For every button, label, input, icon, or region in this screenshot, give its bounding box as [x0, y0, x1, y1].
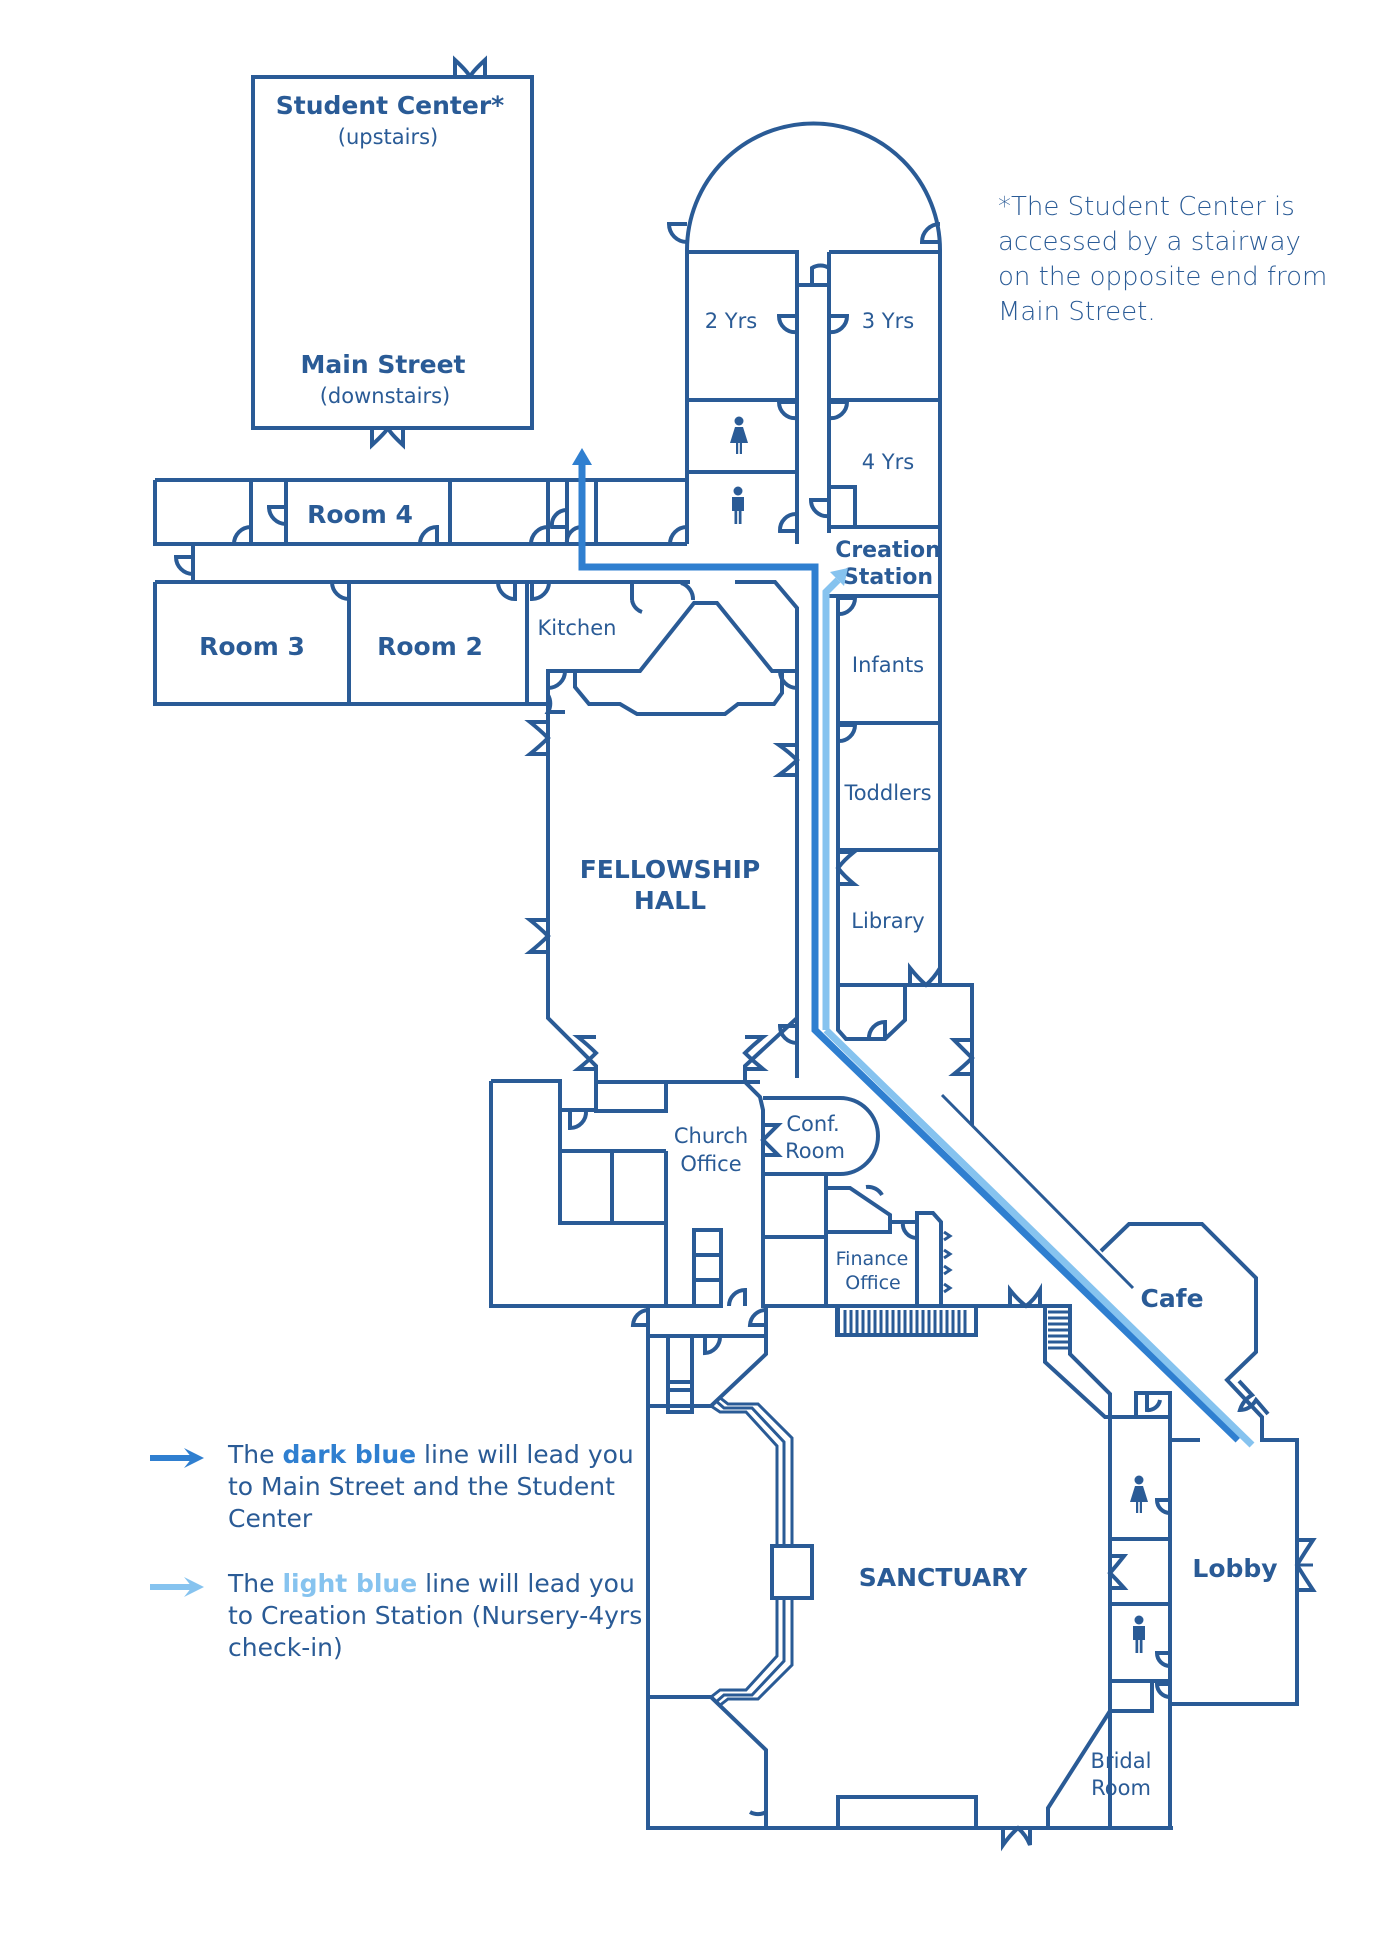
main-street-sublabel: (downstairs) [320, 384, 451, 408]
sanctuary-block [630, 1282, 1200, 1852]
legend-dark-suffix: line will lead you to Main Street and th… [228, 1440, 634, 1533]
dark-route-arrowhead [572, 448, 592, 465]
student-center-label: Student Center* [276, 91, 504, 120]
infants-label: Infants [852, 653, 924, 677]
cafe-lobby-block [1099, 1222, 1317, 1706]
light-blue-route [822, 568, 1255, 1448]
fellowship-hall-area [524, 580, 800, 1084]
dark-blue-arrow-icon [150, 1448, 204, 1468]
cafe-label: Cafe [1140, 1284, 1203, 1313]
legend-dark-prefix: The [228, 1440, 283, 1469]
four-yrs-label: 4 Yrs [862, 450, 914, 474]
conf-room-label-1: Conf. [786, 1112, 839, 1136]
church-office-label-2: Office [680, 1152, 741, 1176]
conf-room-label-2: Room [785, 1139, 845, 1163]
legend-light-highlight: light blue [282, 1569, 418, 1598]
legend-light-prefix: The [228, 1569, 283, 1598]
church-office-block [489, 1079, 1037, 1337]
three-yrs-label: 3 Yrs [862, 309, 914, 333]
room2-label: Room 2 [377, 632, 483, 661]
dark-blue-route [572, 448, 1241, 1443]
library-label: Library [851, 909, 924, 933]
bridal-room-label-2: Room [1091, 1776, 1151, 1800]
kitchen-label: Kitchen [538, 616, 617, 640]
student-center-sublabel: (upstairs) [338, 125, 438, 149]
fellowship-hall-label-2: HALL [634, 886, 706, 915]
toddlers-label: Toddlers [843, 781, 931, 805]
room3-label: Room 3 [199, 632, 305, 661]
light-route-arrowhead [830, 568, 848, 586]
main-street-label: Main Street [301, 350, 466, 379]
library-annex [836, 983, 1135, 1290]
legend-dark-highlight: dark blue [282, 1440, 417, 1469]
lobby-label: Lobby [1192, 1554, 1277, 1583]
east-stairs [1048, 1310, 1068, 1350]
creation-station-label-1: Creation [835, 538, 941, 563]
finance-office-label-1: Finance [836, 1248, 909, 1270]
womens-restroom-icon [730, 416, 748, 454]
two-yrs-label: 2 Yrs [705, 309, 757, 333]
student-center-building [251, 55, 534, 450]
mens-restroom-icon [732, 486, 744, 524]
room4-wing [153, 478, 689, 706]
light-blue-arrow-icon [150, 1577, 204, 1597]
womens-restroom-icon [1130, 1475, 1148, 1513]
mens-restroom-icon [1133, 1615, 1145, 1653]
nursery-wing [666, 121, 942, 988]
church-office-label-1: Church [674, 1124, 748, 1148]
bridal-room-label-1: Bridal [1091, 1749, 1152, 1773]
sanctuary-label: SANCTUARY [859, 1563, 1028, 1592]
finance-office-label-2: Office [845, 1272, 900, 1294]
fellowship-hall-label-1: FELLOWSHIP [580, 855, 761, 884]
creation-station-label-2: Station [843, 565, 933, 590]
room4-label: Room 4 [307, 500, 413, 529]
finance-stairs [843, 1310, 967, 1333]
legend-light-suffix: line will lead you to Creation Station (… [228, 1569, 643, 1662]
student-center-note: *The Student Center is accessed by a sta… [998, 192, 1328, 327]
